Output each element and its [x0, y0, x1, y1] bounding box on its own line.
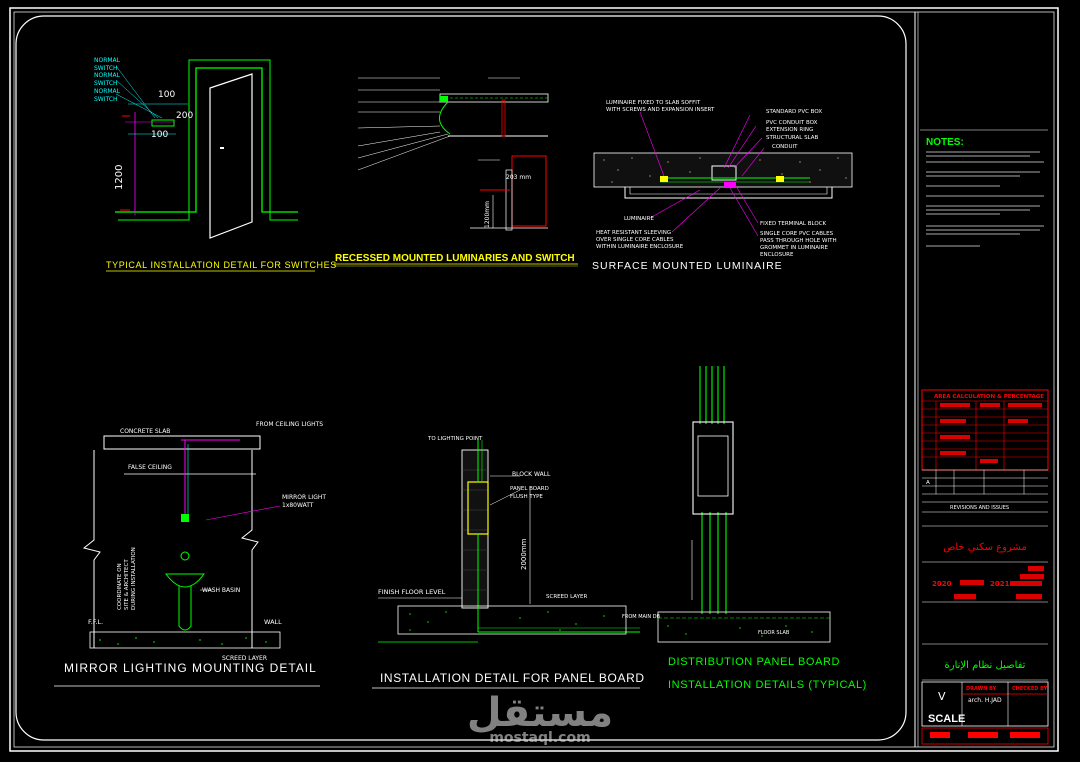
recessed-detail-title: RECESSED MOUNTED LUMINARIES AND SWITCH — [335, 253, 575, 264]
surface-label-heat-1: HEAT RESISTANT SLEEVING — [596, 230, 671, 236]
normal-switch-label-4: SWITCH — [94, 80, 118, 87]
mirror-label-coord-3: DURING INSTALLATION — [131, 547, 137, 610]
mirror-label-screed: SCREED LAYER — [222, 655, 267, 662]
watermark-latin: mostaql.com — [489, 730, 590, 746]
dim-100-bottom: 100 — [151, 130, 168, 140]
surface-label-single-2: PASS THROUGH HOLE WITH — [760, 238, 837, 244]
mirror-label-light-2: 1x80WATT — [282, 502, 314, 509]
distribution-panel-detail: FLOOR SLAB DISTRIBUTION PANEL BOARD INST… — [657, 366, 867, 691]
sheet-border — [9, 7, 1059, 752]
watermark-arabic: مستقل — [467, 690, 613, 736]
year-right: 2021 — [990, 580, 1010, 588]
surface-label-conduit-box-1: PVC CONDUIT BOX — [766, 120, 818, 126]
normal-switch-label-1: NORMAL — [94, 57, 121, 64]
panel-label-block-wall: BLOCK WALL — [512, 471, 551, 478]
mostaql-watermark: مستقل mostaql.com — [467, 690, 613, 746]
scale-value: V — [938, 690, 946, 703]
surface-label-conduit-box-2: EXTENSION RING — [766, 127, 813, 133]
dim-100-top: 100 — [158, 90, 175, 100]
drawing-title-arabic: تفاصيل نظام الإنارة — [945, 660, 1026, 671]
revision-letter: A — [926, 480, 930, 486]
surface-label-slab: STRUCTURAL SLAB — [766, 135, 819, 141]
normal-switch-label-2: SWITCH — [94, 65, 118, 72]
surface-label-fixed-1: LUMINAIRE FIXED TO SLAB SOFFIT — [606, 100, 701, 106]
mirror-label-false-ceiling: FALSE CEILING — [128, 464, 172, 471]
distribution-title-1: DISTRIBUTION PANEL BOARD — [668, 656, 840, 668]
title-block: NOTES: AREA CALCULATION & PERCENTAGE — [920, 129, 1049, 745]
dim-200: 200 — [176, 111, 193, 121]
recessed-luminaire-detail: 203 mm 1200mm RECESSED MOUNTED LUMINARIE… — [334, 77, 578, 267]
panel-label-screed: SCREED LAYER — [546, 594, 587, 600]
panel-label-2000mm: 2000mm — [520, 538, 528, 570]
revisions-label: REVISIONS AND ISSUES — [950, 505, 1009, 511]
surface-label-terminal: FIXED TERMINAL BLOCK — [760, 221, 827, 227]
panel-label-board-2: FLUSH TYPE — [510, 494, 543, 500]
surface-detail-title: SURFACE MOUNTED LUMINAIRE — [592, 260, 783, 272]
mirror-label-wall: WALL — [264, 618, 282, 626]
surface-label-fixed-2: WITH SCREWS AND EXPANSION INSERT — [606, 107, 715, 113]
distribution-title-2: INSTALLATION DETAILS (TYPICAL) — [668, 679, 867, 691]
drawn-by-label: DRAWN BY — [966, 686, 997, 692]
year-left: 2020 — [932, 580, 952, 588]
panel-detail-title: INSTALLATION DETAIL FOR PANEL BOARD — [380, 671, 645, 685]
surface-label-heat-2: OVER SINGLE CORE CABLES — [596, 237, 674, 243]
panel-label-finish-floor: FINISH FLOOR LEVEL — [378, 588, 446, 596]
normal-switch-label-6: SWITCH — [94, 96, 118, 103]
surface-label-heat-3: WITHIN LUMINAIRE ENCLOSURE — [596, 244, 684, 250]
notes-heading: NOTES: — [926, 137, 964, 148]
panel-board-detail: TO LIGHTING POINT BLOCK WALL PANEL BOARD… — [372, 436, 661, 689]
mirror-lighting-detail: CONCRETE SLAB FROM CEILING LIGHTS FALSE … — [54, 421, 326, 687]
mirror-label-coord-2: SITE & ARCHITECT — [124, 559, 130, 610]
area-table-title: AREA CALCULATION & PERCENTAGE — [934, 394, 1044, 400]
switch-detail-title: TYPICAL INSTALLATION DETAIL FOR SWITCHES — [106, 260, 337, 270]
drafter-name: arch. H.JAD — [968, 697, 1002, 704]
surface-label-pvc-box: STANDARD PVC BOX — [766, 109, 822, 115]
distribution-label-slab: FLOOR SLAB — [758, 630, 790, 636]
normal-switch-label-3: NORMAL — [94, 72, 121, 79]
mirror-label-coord-1: COORDINATE ON — [117, 563, 123, 610]
scale-label: SCALE — [928, 713, 965, 725]
mirror-label-concrete: CONCRETE SLAB — [120, 428, 170, 435]
mirror-label-ceiling-lights: FROM CEILING LIGHTS — [256, 421, 323, 428]
panel-label-lighting: TO LIGHTING POINT — [427, 436, 483, 442]
surface-label-single-3: GROMMET IN LUMINAIRE — [760, 245, 828, 251]
mirror-label-basin: WASH BASIN — [202, 587, 240, 594]
dim-1200: 1200 — [114, 165, 125, 190]
surface-luminaire-detail: LUMINAIRE FIXED TO SLAB SOFFIT WITH SCRE… — [592, 100, 853, 272]
surface-label-luminaire: LUMINAIRE — [624, 216, 655, 222]
dim-1200mm: 1200mm — [484, 201, 491, 228]
checked-by-label: CHECKED BY — [1012, 686, 1048, 692]
surface-label-single-1: SINGLE CORE PVC CABLES — [760, 231, 834, 237]
project-name-arabic: مشروع سكني خاص — [943, 542, 1027, 553]
mirror-label-ffl: F.F.L. — [88, 618, 103, 626]
surface-label-single-4: ENCLOSURE — [760, 252, 794, 258]
switch-detail: NORMAL SWITCH NORMAL SWITCH NORMAL SWITC… — [94, 57, 337, 272]
drawing-area-frame — [15, 15, 907, 741]
mirror-detail-title: MIRROR LIGHTING MOUNTING DETAIL — [64, 661, 317, 675]
surface-label-conduit: CONDUIT — [772, 144, 798, 150]
normal-switch-label-5: NORMAL — [94, 88, 121, 95]
panel-label-main-db: FROM MAIN DB — [622, 614, 661, 620]
mirror-label-light-1: MIRROR LIGHT — [282, 494, 326, 501]
panel-label-board-1: PANEL BOARD — [510, 486, 549, 492]
dim-203: 203 mm — [506, 174, 531, 181]
